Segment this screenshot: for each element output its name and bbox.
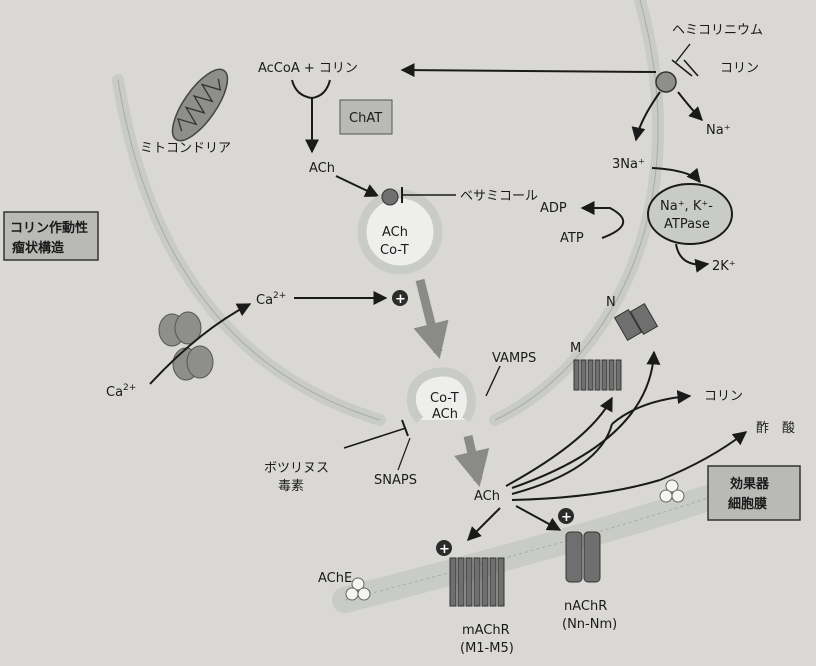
machr-receptor <box>449 557 505 607</box>
two-k-label: 2K⁺ <box>712 259 736 274</box>
fusing-ach-label: ACh <box>432 407 458 422</box>
plus-machr: + <box>439 542 450 557</box>
na-k-atpase <box>647 183 733 245</box>
ache-enzyme <box>351 577 365 591</box>
mitochondria-label: ミトコンドリア <box>140 141 231 156</box>
atpase-line2: ATPase <box>664 217 710 232</box>
chat-box <box>339 99 393 135</box>
presynaptic-m-receptor <box>573 359 622 391</box>
effector-membrane-box <box>707 465 801 521</box>
choline-reuptake-arrow <box>400 63 657 78</box>
atp-label: ATP <box>560 231 584 246</box>
choline-transporter <box>655 71 677 93</box>
right-box-line2: 細胞膜 <box>728 496 767 512</box>
synaptic-vesicle <box>357 189 443 275</box>
machr-label: mAChR <box>462 623 510 638</box>
vesicle-cot-label: Co-T <box>380 243 409 258</box>
hemicholinium-label: ヘミコリニウム <box>672 23 763 38</box>
snaps-label: SNAPS <box>374 473 417 488</box>
calcium-influx-arrow <box>149 303 252 385</box>
fusing-vesicle <box>406 367 476 424</box>
left-box-line2: 瘤状構造 <box>12 240 65 256</box>
nachr-receptor <box>565 531 601 583</box>
n-receptor-label: N <box>606 295 616 310</box>
acetyl-coa-choline-label: AcCoA + コリン <box>258 61 358 76</box>
presynaptic-n-receptor <box>613 303 659 341</box>
ach-top-label: ACh <box>309 161 335 176</box>
ca-in-label: Ca2+ <box>256 291 286 308</box>
m-receptor-label: M <box>570 341 581 356</box>
plus-nachr: + <box>561 510 572 525</box>
machr-subtypes: (M1-M5) <box>460 641 514 656</box>
choline-top-label: コリン <box>720 61 759 76</box>
adp-label: ADP <box>540 201 567 216</box>
chat-label: ChAT <box>349 111 382 126</box>
ache-label: AChE <box>318 571 352 586</box>
nachr-subtypes: (Nn-Nm) <box>562 617 617 632</box>
vesicle-ach-label: ACh <box>382 225 408 240</box>
cholinergic-varicosity-box <box>3 211 99 261</box>
vamps-label: VAMPS <box>492 351 536 366</box>
fusing-cot-label: Co-T <box>430 391 459 406</box>
right-box-line1: 効果器 <box>730 476 770 492</box>
ca-out-label: Ca2+ <box>106 383 136 400</box>
plus-ca: + <box>395 292 406 307</box>
ach-cleft-label: ACh <box>474 489 500 504</box>
left-box-line1: コリン作動性 <box>10 220 88 236</box>
three-na-label: 3Na⁺ <box>612 157 645 172</box>
atpase-line1: Na⁺, K⁺- <box>660 199 713 214</box>
botulinum-line2: 毒素 <box>278 479 304 494</box>
botulinum-line1: ボツリヌス <box>264 461 329 476</box>
nachr-label: nAChR <box>564 599 607 614</box>
vesamicol-label: ベサミコール <box>460 189 538 204</box>
acetic-acid-label: 酢 酸 <box>756 421 795 436</box>
na-plus-label: Na⁺ <box>706 123 731 138</box>
choline-right-label: コリン <box>704 389 743 404</box>
mitochondria-icon <box>171 68 229 142</box>
